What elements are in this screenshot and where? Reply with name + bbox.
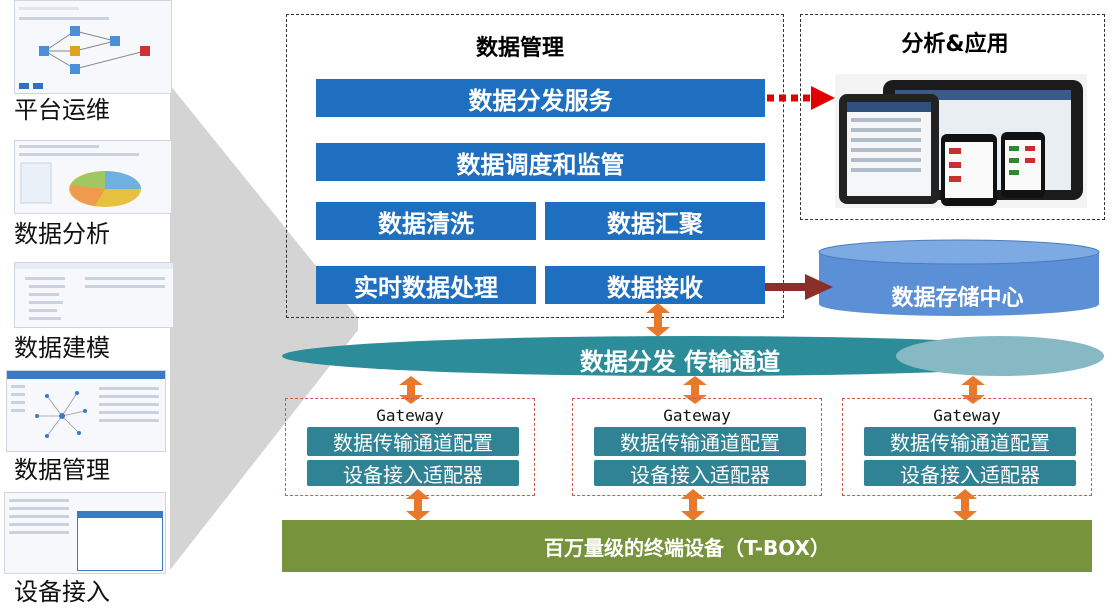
analysis-application-title: 分析&应用: [901, 32, 1009, 57]
device-adapter-button[interactable]: 设备接入适配器: [864, 460, 1076, 487]
data-aggregation-bar[interactable]: 数据汇聚: [545, 202, 765, 240]
device-access-thumbnail[interactable]: [4, 492, 166, 574]
device-adapter-button[interactable]: 设备接入适配器: [307, 460, 519, 487]
gateway-title: Gateway: [663, 406, 731, 425]
terminal-devices-bar: 百万量级的终端设备（T-BOX）: [282, 520, 1092, 572]
analysis-application-box: [800, 14, 1105, 220]
channel-config-button[interactable]: 数据传输通道配置: [307, 427, 519, 456]
realtime-processing-bar[interactable]: 实时数据处理: [316, 266, 536, 304]
double-arrow-icon: [646, 303, 670, 337]
gateway-title: Gateway: [376, 406, 444, 425]
device-access-label: 设备接入: [14, 578, 110, 606]
data-management-title: 数据管理: [475, 36, 564, 61]
double-arrow-icon: [953, 489, 977, 521]
channel-config-button[interactable]: 数据传输通道配置: [864, 427, 1076, 456]
data-management-box: [286, 14, 784, 318]
gateway-title: Gateway: [933, 406, 1001, 425]
channel-config-button[interactable]: 数据传输通道配置: [594, 427, 806, 456]
data-cleaning-bar[interactable]: 数据清洗: [316, 202, 536, 240]
red-dotted-arrow-icon: [767, 86, 835, 110]
platform-ops-label: 平台运维: [14, 96, 110, 124]
pie-chart-icon: [20, 162, 141, 207]
device-adapter-button[interactable]: 设备接入适配器: [594, 460, 806, 487]
data-scheduling-monitoring-bar[interactable]: 数据调度和监管: [316, 143, 765, 181]
dialog-window: [77, 511, 163, 571]
data-modeling-thumbnail[interactable]: [14, 262, 174, 328]
transport-channel-highlight: [896, 336, 1104, 376]
double-arrow-icon: [399, 376, 423, 404]
data-modeling-label: 数据建模: [14, 334, 110, 362]
double-arrow-icon: [683, 376, 707, 404]
data-analysis-thumbnail[interactable]: [14, 140, 172, 214]
storage-center-label: 数据存储中心: [891, 286, 1024, 311]
data-management-label: 数据管理: [14, 456, 110, 484]
double-arrow-icon: [681, 489, 705, 521]
double-arrow-icon: [406, 489, 430, 521]
gateway-box: [285, 398, 535, 496]
platform-ops-thumbnail[interactable]: [14, 0, 172, 94]
data-receiving-bar[interactable]: 数据接收: [545, 266, 765, 304]
data-management-thumbnail[interactable]: [6, 370, 166, 452]
devices-image: [835, 74, 1087, 208]
transport-channel-label: 数据分发 传输通道: [579, 348, 781, 376]
tablet-phone-devices-icon: [839, 80, 1083, 206]
brown-arrow-icon: [765, 274, 833, 300]
storage-cylinder-icon: [818, 239, 1100, 316]
double-arrow-icon: [961, 376, 985, 404]
data-analysis-label: 数据分析: [14, 220, 110, 248]
network-graph-icon: [35, 391, 87, 438]
topology-graph-icon: [19, 26, 150, 89]
data-distribution-service-bar[interactable]: 数据分发服务: [316, 79, 765, 117]
